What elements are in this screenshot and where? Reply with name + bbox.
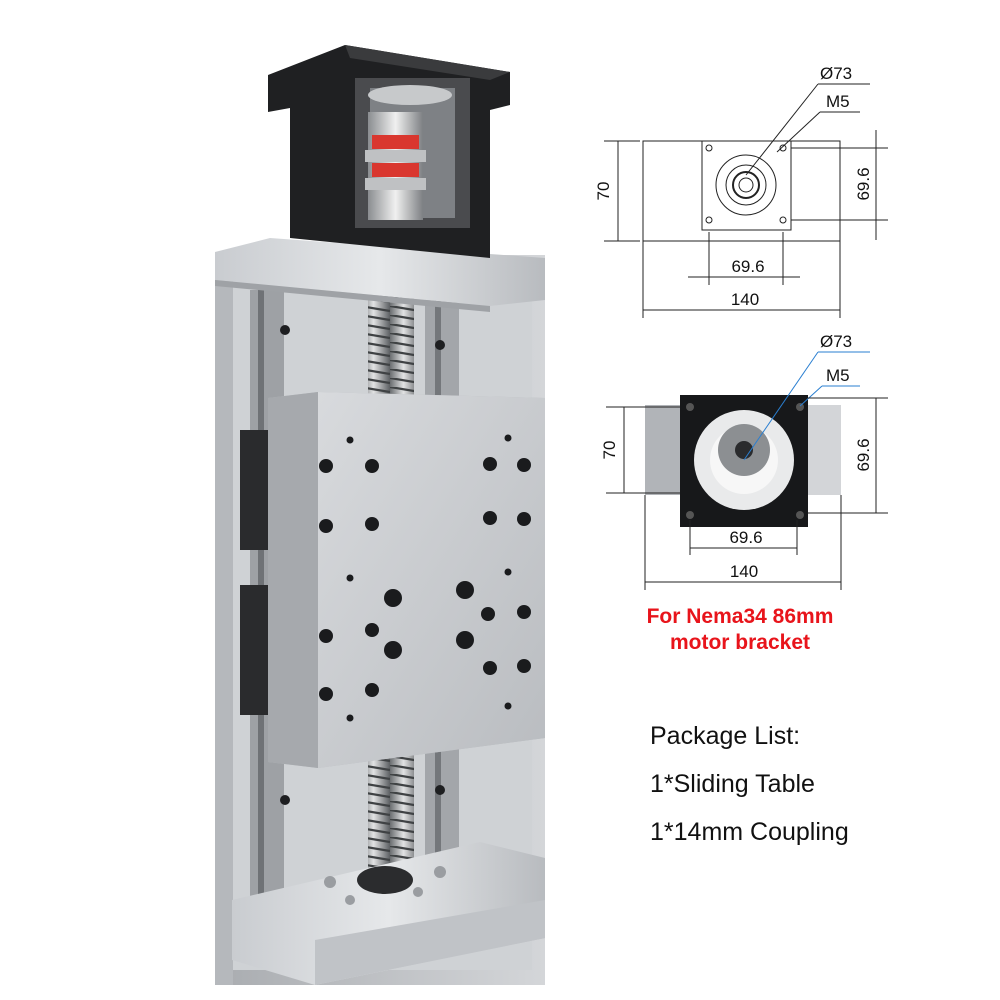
m5-holes-top: [705, 144, 787, 224]
dimension-labels-top: Ø73 M5 70 69.6 69.6 140: [594, 64, 873, 309]
dimension-drawing-top: [604, 83, 888, 318]
screw-spec-label-bottom: M5: [826, 366, 850, 385]
package-list: Package List: 1*Sliding Table 1*14mm Cou…: [650, 712, 980, 856]
bolt-pattern-v-label-top: 69.6: [854, 167, 873, 200]
height-label-bottom: 70: [600, 441, 619, 460]
bolt-pattern-h-label-top: 69.6: [731, 257, 764, 276]
slide-left-edge: [215, 255, 233, 985]
caption-line-2: motor bracket: [669, 631, 811, 654]
dimension-labels-bottom: Ø73 M5 70 69.6 69.6 140: [600, 332, 873, 581]
table-mounting-holes: [319, 434, 531, 722]
carriage-block-lower: [240, 585, 270, 715]
width-label-bottom: 140: [730, 562, 758, 581]
flange-square-top: [701, 140, 792, 231]
dimension-drawing-bottom: [606, 351, 888, 590]
package-list-title: Package List:: [650, 722, 801, 750]
bracket-caption: For Nema34 86mm motor bracket: [560, 604, 920, 656]
bore-diameter-label-top: Ø73: [820, 64, 852, 83]
carriage-block-upper: [240, 430, 270, 550]
height-label-top: 70: [594, 182, 613, 201]
package-item: 1*Sliding Table: [650, 770, 815, 798]
width-label-top: 140: [731, 290, 759, 309]
caption-line-1: For Nema34 86mm: [646, 605, 834, 628]
screw-spec-label-top: M5: [826, 92, 850, 111]
package-item: 1*14mm Coupling: [650, 818, 849, 846]
motor-bracket: [268, 45, 510, 258]
linear-slide-module: [215, 45, 545, 985]
m5-holes-bottom: [686, 403, 804, 519]
bolt-pattern-h-label-bottom: 69.6: [729, 528, 762, 547]
bolt-pattern-v-label-bottom: 69.6: [854, 438, 873, 471]
bore-diameter-label-bottom: Ø73: [820, 332, 852, 351]
rail-screws: [280, 325, 445, 805]
